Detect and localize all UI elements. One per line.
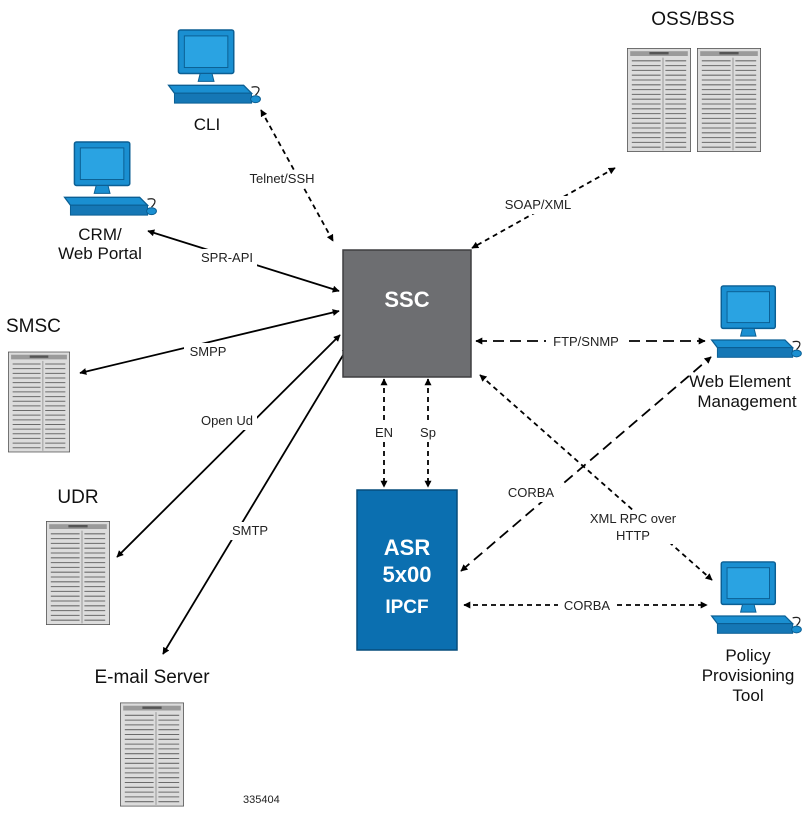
edge-label-smtp: SMTP (232, 523, 268, 538)
node-ppt-label-2: Provisioning (702, 666, 795, 685)
node-oss-bss: OSS/BSS (627, 9, 761, 153)
node-asr: ASR 5x00 IPCF (356, 489, 458, 651)
edge-smsc-ssc: SMPP (79, 309, 340, 375)
server-icon (8, 351, 70, 453)
node-email-server: E-mail Server (94, 667, 210, 807)
node-ssc: SSC (342, 249, 472, 378)
edge-ssc-wem: FTP/SNMP (475, 333, 706, 351)
edge-asr-ppt: CORBA (463, 597, 708, 615)
edge-label-open-ud: Open Ud (201, 413, 253, 428)
edge-ssc-asr-sp: Sp (416, 378, 440, 488)
server-icon (627, 47, 691, 153)
node-cli: CLI (167, 29, 262, 134)
computer-icon (167, 29, 262, 104)
edge-label-spr-api: SPR-API (201, 250, 253, 265)
node-email-label: E-mail Server (94, 667, 210, 688)
node-asr-label-2: 5x00 (383, 562, 432, 587)
figure-number: 335404 (243, 794, 280, 806)
edge-label-ftp-snmp: FTP/SNMP (553, 334, 619, 349)
edge-label-corba-ppt: CORBA (564, 598, 611, 613)
computer-icon (710, 561, 803, 635)
node-udr: UDR (46, 487, 110, 626)
edge-ssc-ppt: XML RPC over HTTP (479, 374, 713, 581)
node-crm: CRM/ Web Portal (58, 141, 158, 263)
computer-icon (63, 141, 158, 216)
edge-asr-wem: CORBA (460, 356, 712, 572)
edge-label-xml-rpc-1: XML RPC over (590, 511, 677, 526)
edge-crm-ssc: SPR-API (147, 229, 340, 293)
node-cli-label: CLI (194, 115, 220, 134)
edge-label-xml-rpc-2: HTTP (616, 528, 650, 543)
edge-label-corba-wem: CORBA (508, 485, 555, 500)
edge-label-en: EN (375, 425, 393, 440)
node-asr-label-1: ASR (384, 535, 431, 560)
computer-icon (710, 285, 803, 359)
node-smsc-label: SMSC (6, 316, 61, 337)
node-web-element-mgmt: Web Element Management (689, 285, 803, 411)
edge-label-soap: SOAP/XML (505, 197, 571, 212)
edge-label-telnet: Telnet/SSH (249, 171, 314, 186)
node-smsc: SMSC (6, 316, 70, 453)
edge-cli-ssc: Telnet/SSH (244, 109, 334, 242)
node-ppt-label-3: Tool (732, 686, 763, 705)
server-icon (46, 520, 110, 626)
node-crm-label-2: Web Portal (58, 244, 142, 263)
node-policy-provisioning-tool: Policy Provisioning Tool (702, 561, 803, 705)
server-icon (120, 702, 184, 807)
node-udr-label: UDR (57, 487, 98, 508)
node-oss-label: OSS/BSS (651, 9, 734, 30)
node-ppt-label-1: Policy (725, 646, 771, 665)
server-icon (697, 47, 761, 153)
edge-email-ssc: SMTP (162, 346, 349, 655)
node-asr-label-3: IPCF (385, 597, 428, 618)
node-crm-label-1: CRM/ (78, 225, 122, 244)
node-ssc-label: SSC (384, 287, 429, 312)
edge-label-smpp: SMPP (190, 344, 227, 359)
node-wem-label-2: Management (697, 392, 797, 411)
edge-ssc-asr-en: EN (371, 378, 397, 488)
edge-oss-ssc: SOAP/XML (471, 167, 616, 249)
node-wem-label-1: Web Element (689, 372, 791, 391)
edge-label-sp: Sp (420, 425, 436, 440)
